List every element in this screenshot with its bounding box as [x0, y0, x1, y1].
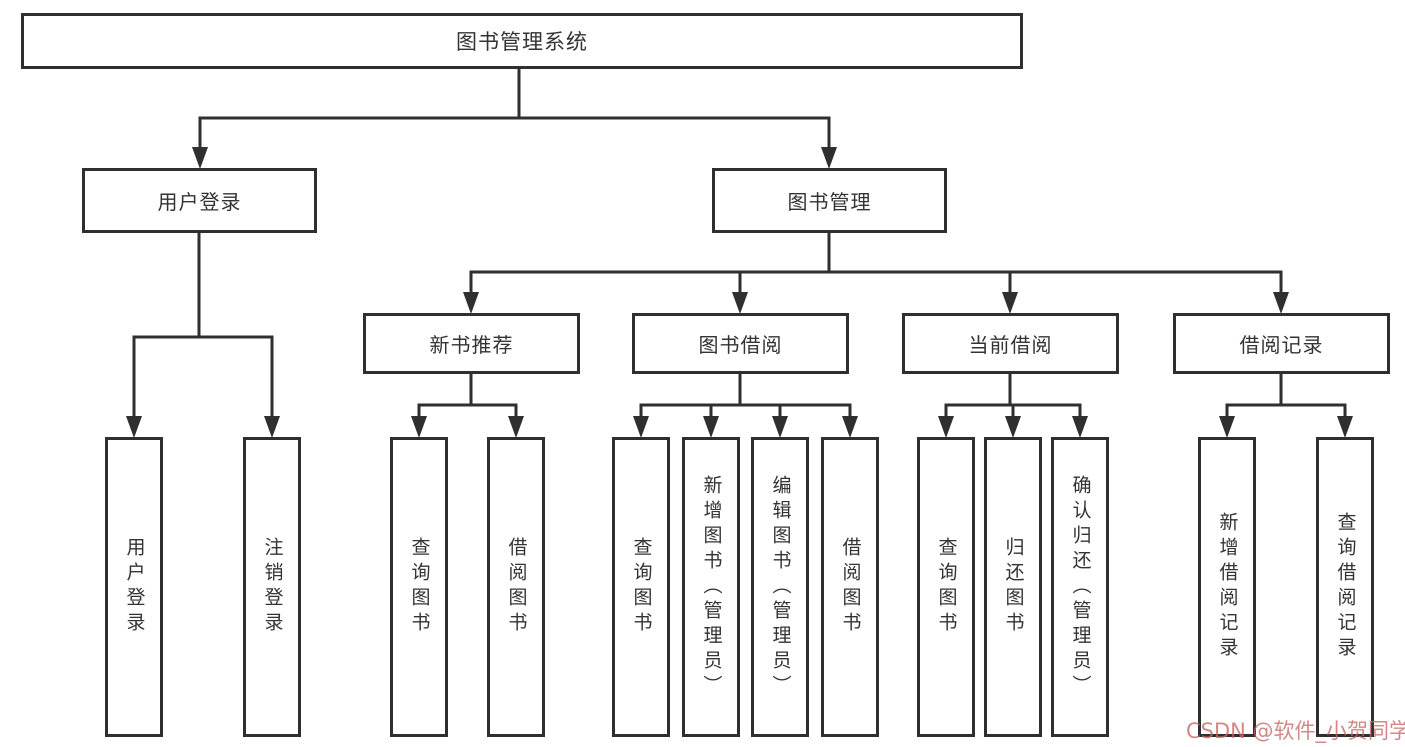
node-borrow-records-label: 借阅记录 [1239, 333, 1324, 357]
node-borrow-records: 借阅记录 [1173, 313, 1390, 374]
leaf-borrow-query-book-label: 查询图书 [630, 537, 653, 637]
arrowheads [126, 147, 1353, 438]
leaf-borrow-book: 借阅图书 [821, 437, 879, 737]
node-new-book-recommend-label: 新书推荐 [429, 333, 514, 357]
leaf-user-login-label: 用户登录 [123, 537, 146, 637]
node-user-login-group: 用户登录 [82, 168, 317, 233]
leaf-user-login: 用户登录 [105, 437, 163, 737]
leaf-current-query-book-label: 查询图书 [935, 537, 958, 637]
leaf-borrow-query-book: 查询图书 [612, 437, 670, 737]
leaf-query-borrow-record: 查询借阅记录 [1316, 437, 1374, 737]
leaf-edit-book-admin: 编辑图书（管理员） [751, 437, 809, 737]
node-root-system-label: 图书管理系统 [456, 30, 588, 54]
leaf-recommend-query-book-label: 查询图书 [408, 537, 431, 637]
node-current-borrow-label: 当前借阅 [968, 333, 1053, 357]
node-book-borrow-label: 图书借阅 [698, 333, 783, 357]
leaf-return-book: 归还图书 [984, 437, 1042, 737]
leaf-add-book-admin: 新增图书（管理员） [682, 437, 740, 737]
node-new-book-recommend: 新书推荐 [363, 313, 580, 374]
leaf-confirm-return-admin-label: 确认归还（管理员） [1069, 474, 1092, 700]
leaf-current-query-book: 查询图书 [917, 437, 975, 737]
node-user-login-group-label: 用户登录 [157, 190, 242, 214]
csdn-watermark: CSDN @软件_小贺同学 [1186, 719, 1405, 743]
leaf-edit-book-admin-label: 编辑图书（管理员） [769, 474, 792, 700]
leaf-add-borrow-record: 新增借阅记录 [1198, 437, 1256, 737]
node-current-borrow: 当前借阅 [902, 313, 1119, 374]
leaf-logout: 注销登录 [243, 437, 301, 737]
leaf-recommend-borrow-book: 借阅图书 [487, 437, 545, 737]
leaf-recommend-borrow-book-label: 借阅图书 [505, 537, 528, 637]
leaf-logout-label: 注销登录 [261, 537, 284, 637]
node-root-system: 图书管理系统 [21, 13, 1023, 69]
leaf-borrow-book-label: 借阅图书 [839, 537, 862, 637]
leaf-add-borrow-record-label: 新增借阅记录 [1216, 512, 1239, 662]
leaf-query-borrow-record-label: 查询借阅记录 [1334, 512, 1357, 662]
leaf-add-book-admin-label: 新增图书（管理员） [700, 474, 723, 700]
node-book-management: 图书管理 [712, 168, 947, 233]
node-book-borrow: 图书借阅 [632, 313, 849, 374]
leaf-return-book-label: 归还图书 [1002, 537, 1025, 637]
leaf-confirm-return-admin: 确认归还（管理员） [1051, 437, 1109, 737]
leaf-recommend-query-book: 查询图书 [390, 437, 448, 737]
node-book-management-label: 图书管理 [787, 190, 872, 214]
